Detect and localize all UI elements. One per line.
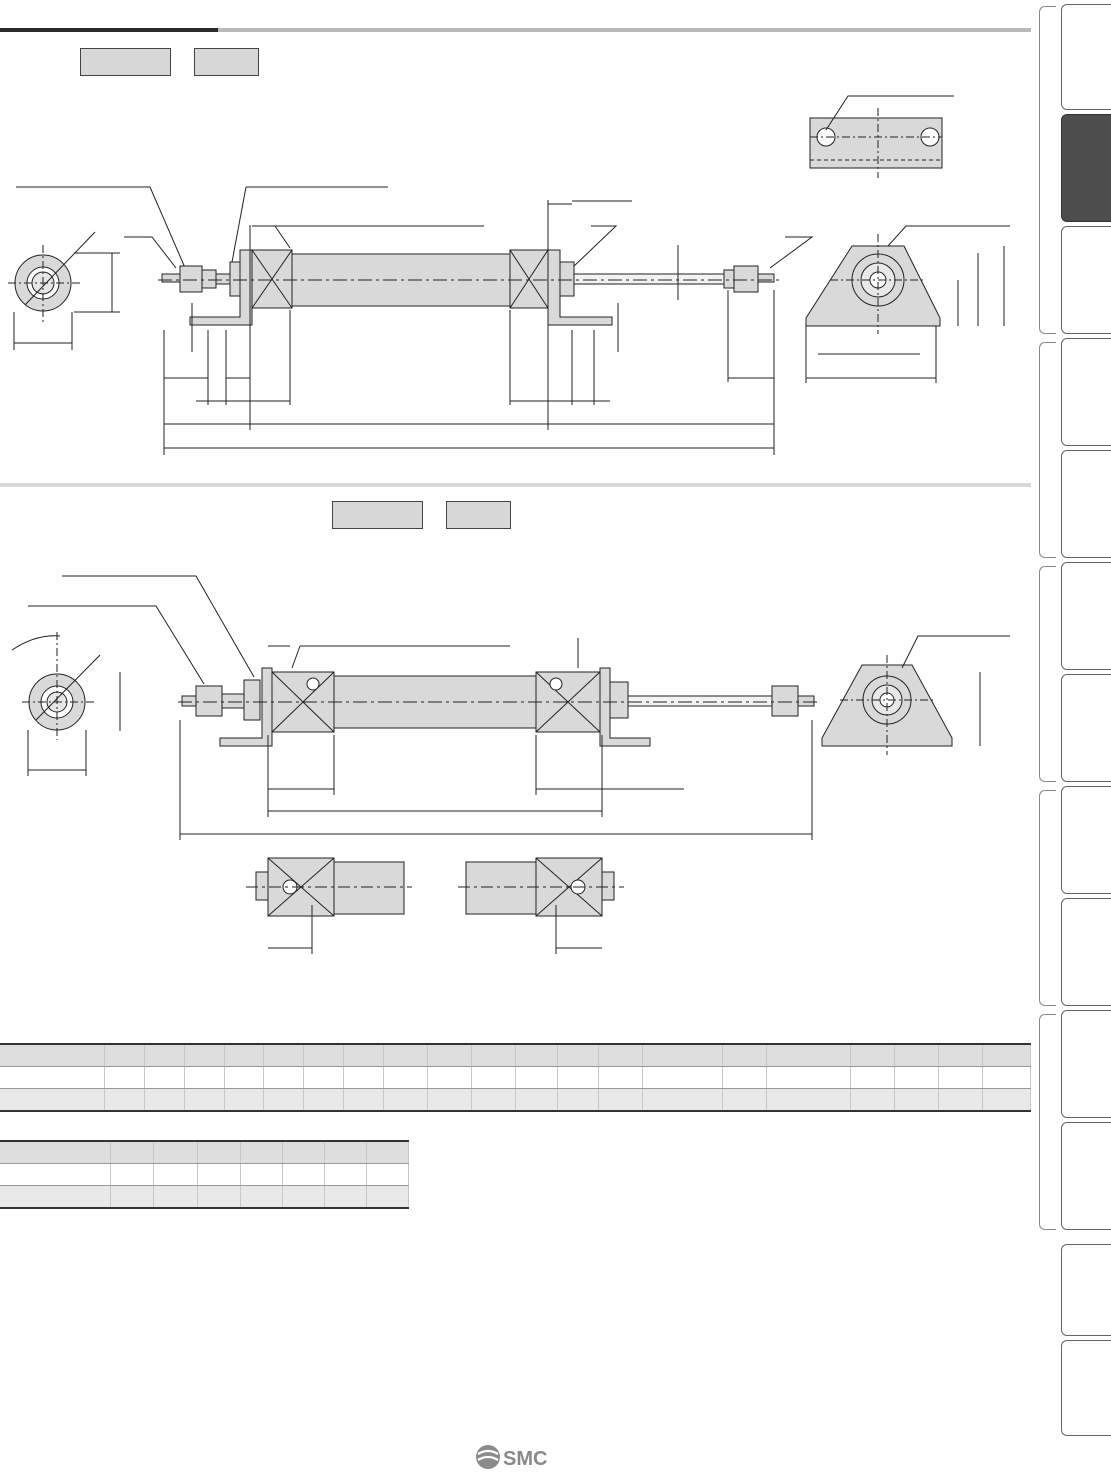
header-variant-box — [194, 48, 259, 76]
section2-model-box — [332, 501, 423, 529]
header-rule — [0, 28, 1031, 32]
side-tab-2[interactable] — [1061, 114, 1111, 222]
tab-group-5 — [1039, 1014, 1056, 1230]
drawing-bottom-assembly — [11, 575, 1010, 954]
header-rule-accent — [0, 28, 218, 32]
table-row — [0, 1185, 410, 1209]
side-tab-4[interactable] — [1061, 338, 1111, 446]
table-row — [0, 1066, 1032, 1089]
detail-left — [246, 857, 412, 954]
smc-logo: SMC — [476, 1445, 547, 1470]
side-tab-7[interactable] — [1061, 674, 1111, 782]
side-tab-11[interactable] — [1061, 1122, 1111, 1230]
side-tab-strip — [1039, 0, 1111, 1474]
side-view-top-right — [805, 225, 1010, 383]
side-tab-3[interactable] — [1061, 226, 1111, 334]
detail-right — [458, 857, 624, 954]
section-divider — [0, 483, 1031, 487]
side-view-bottom-right — [821, 635, 1010, 755]
end-view-bottom — [11, 632, 121, 776]
dimension-table-2 — [0, 1140, 410, 1209]
header-model-box — [80, 48, 171, 76]
side-tab-10[interactable] — [1061, 1010, 1111, 1118]
bracket-detail — [809, 95, 954, 178]
dimension-table-1 — [0, 1043, 1032, 1112]
end-view-top — [8, 231, 120, 350]
side-tab-1[interactable] — [1061, 4, 1111, 110]
side-tab-8[interactable] — [1061, 786, 1111, 894]
table-row — [0, 1088, 1032, 1112]
tab-group-1 — [1039, 6, 1056, 334]
drawing-top-assembly — [8, 95, 1010, 455]
side-tab-13[interactable] — [1061, 1340, 1111, 1436]
tab-group-4 — [1039, 790, 1056, 1006]
side-tab-5[interactable] — [1061, 450, 1111, 558]
smc-logo-text: SMC — [503, 1448, 547, 1470]
tab-group-2 — [1039, 342, 1056, 558]
section2-variant-box — [446, 501, 511, 529]
side-tab-12[interactable] — [1061, 1244, 1111, 1336]
table-row — [0, 1163, 410, 1186]
table-row — [0, 1140, 410, 1164]
table-row — [0, 1043, 1032, 1067]
side-tab-9[interactable] — [1061, 898, 1111, 1006]
tab-group-3 — [1039, 566, 1056, 782]
side-tab-6[interactable] — [1061, 562, 1111, 670]
